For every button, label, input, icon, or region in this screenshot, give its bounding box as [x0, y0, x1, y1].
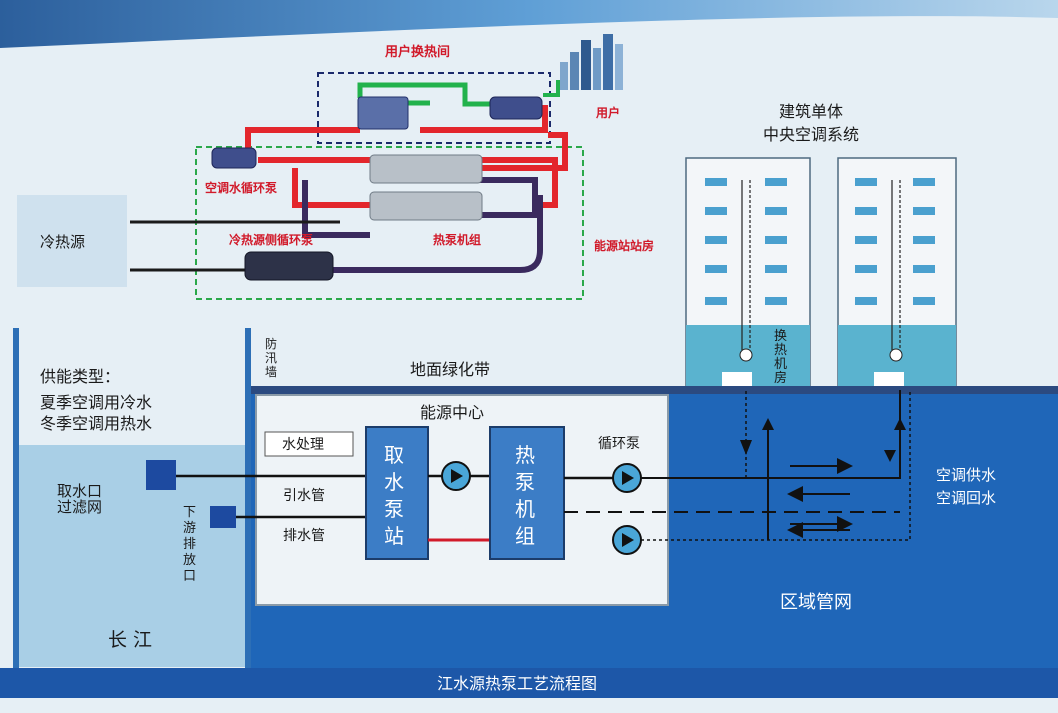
- city-skyline-icon: [560, 34, 623, 90]
- header-band: [0, 0, 1058, 48]
- exchange-room-char: 热: [774, 343, 787, 358]
- exchange-room-char: 机: [774, 357, 787, 372]
- energy-center-box: [255, 394, 669, 606]
- river-section: 取水口 过滤网 下 游 排 放 口 长 江: [13, 328, 251, 668]
- heat-pump-char: 机: [515, 497, 535, 521]
- outlet-char: 排: [183, 537, 196, 552]
- supply-type-winter: 冬季空调用热水: [40, 414, 152, 433]
- heat-exchanger-icon: [357, 96, 409, 130]
- title-bar: [0, 668, 1058, 698]
- building-right-hx: [874, 372, 904, 386]
- flood-wall-char: 防: [265, 336, 277, 351]
- supply-type-heading: 供能类型：: [40, 367, 120, 386]
- ground: 能源中心 水处理 引水管 排水管 取 水 泵 站 热 泵 机 组 循环泵: [176, 386, 1058, 668]
- water-treatment-box: [264, 431, 354, 457]
- outlet-char: 口: [183, 569, 196, 584]
- intake-pipe-label: 引水管: [283, 488, 325, 504]
- diagram-title: 江水源热泵工艺流程图: [437, 674, 597, 693]
- pump-station-char: 取: [384, 443, 404, 467]
- exchange-room-char: 房: [774, 370, 787, 386]
- circ-pump-label: 循环泵: [598, 436, 640, 452]
- top-schematic: 用户换热间 用户 空调水循环泵 冷热源侧循环泵 热泵机组 能源站站房 冷热源: [17, 34, 654, 300]
- supply-type-summer: 夏季空调用冷水: [40, 393, 152, 412]
- pump-station-char: 站: [384, 524, 404, 548]
- user-exchange-room-label: 用户换热间: [384, 44, 450, 60]
- green-pipe-upper: [357, 82, 505, 107]
- cold-heat-source-label: 冷热源: [40, 233, 85, 251]
- discharge-pipe-label: 排水管: [283, 528, 325, 544]
- exchange-room-char: 换: [774, 329, 787, 344]
- heat-pump-char: 泵: [515, 470, 535, 494]
- outlet-icon: [210, 506, 236, 528]
- pump-station-box: [365, 426, 429, 560]
- source-pump-label: 冷热源侧循环泵: [229, 232, 313, 247]
- cold-heat-source-box: [17, 195, 127, 287]
- user-pump-icon: [489, 96, 543, 120]
- dark-pipe-b: [470, 177, 538, 218]
- user-label: 用户: [595, 105, 620, 120]
- pump-station-char: 泵: [384, 497, 404, 521]
- ac-pump-label: 空调水循环泵: [205, 180, 277, 195]
- green-pipe-user: [543, 80, 560, 97]
- ac-supply-label: 空调供水: [936, 466, 996, 484]
- buildings: 建筑单体 中央空调系统 换 热 机: [685, 102, 957, 387]
- red-pipe-d: [292, 168, 370, 208]
- energy-station-label: 能源站站房: [594, 238, 654, 253]
- ac-return-label: 空调回水: [936, 489, 996, 507]
- ac-pump-icon: [211, 147, 257, 169]
- dark-pipe-a: [302, 180, 370, 238]
- heat-pump-char: 热: [515, 443, 535, 467]
- intake-label-line2: 过滤网: [57, 498, 102, 516]
- source-pump-icon: [244, 251, 334, 281]
- red-pipe-b: [420, 105, 548, 133]
- flood-wall: 防 汛 墙: [265, 336, 277, 379]
- heat-pump-unit-label: 热泵机组: [433, 232, 481, 247]
- heat-pump-box: [489, 426, 565, 560]
- heat-pump-char: 组: [515, 524, 535, 548]
- red-pipe-a: [245, 127, 360, 155]
- building-title-line1: 建筑单体: [779, 102, 843, 121]
- outlet-char: 游: [183, 521, 196, 536]
- red-pipe-e: [480, 132, 568, 171]
- heat-pump-unit-icon: [369, 154, 483, 184]
- outlet-char: 放: [183, 553, 196, 568]
- flood-wall-char: 汛: [265, 351, 277, 365]
- pump-station-char: 水: [384, 470, 404, 494]
- outlet-char: 下: [183, 505, 196, 520]
- river-area: [13, 445, 249, 667]
- intake-filter-icon: [146, 460, 176, 490]
- building-left-hx: [722, 372, 752, 386]
- heat-pump-unit-icon: [369, 191, 483, 221]
- river-name: 长 江: [108, 629, 152, 651]
- intake-label-line1: 取水口: [57, 482, 102, 500]
- district-network-label: 区域管网: [780, 592, 852, 613]
- green-belt-label: 地面绿化带: [410, 360, 490, 379]
- user-exchange-room-box: [317, 72, 551, 144]
- energy-center-title: 能源中心: [420, 403, 484, 422]
- dark-pipe-c: [330, 195, 543, 273]
- building-title-line2: 中央空调系统: [763, 125, 859, 144]
- flood-wall-char: 墙: [265, 365, 277, 379]
- supply-type: 供能类型： 夏季空调用冷水 冬季空调用热水: [40, 367, 152, 433]
- water-treatment-label: 水处理: [282, 437, 324, 453]
